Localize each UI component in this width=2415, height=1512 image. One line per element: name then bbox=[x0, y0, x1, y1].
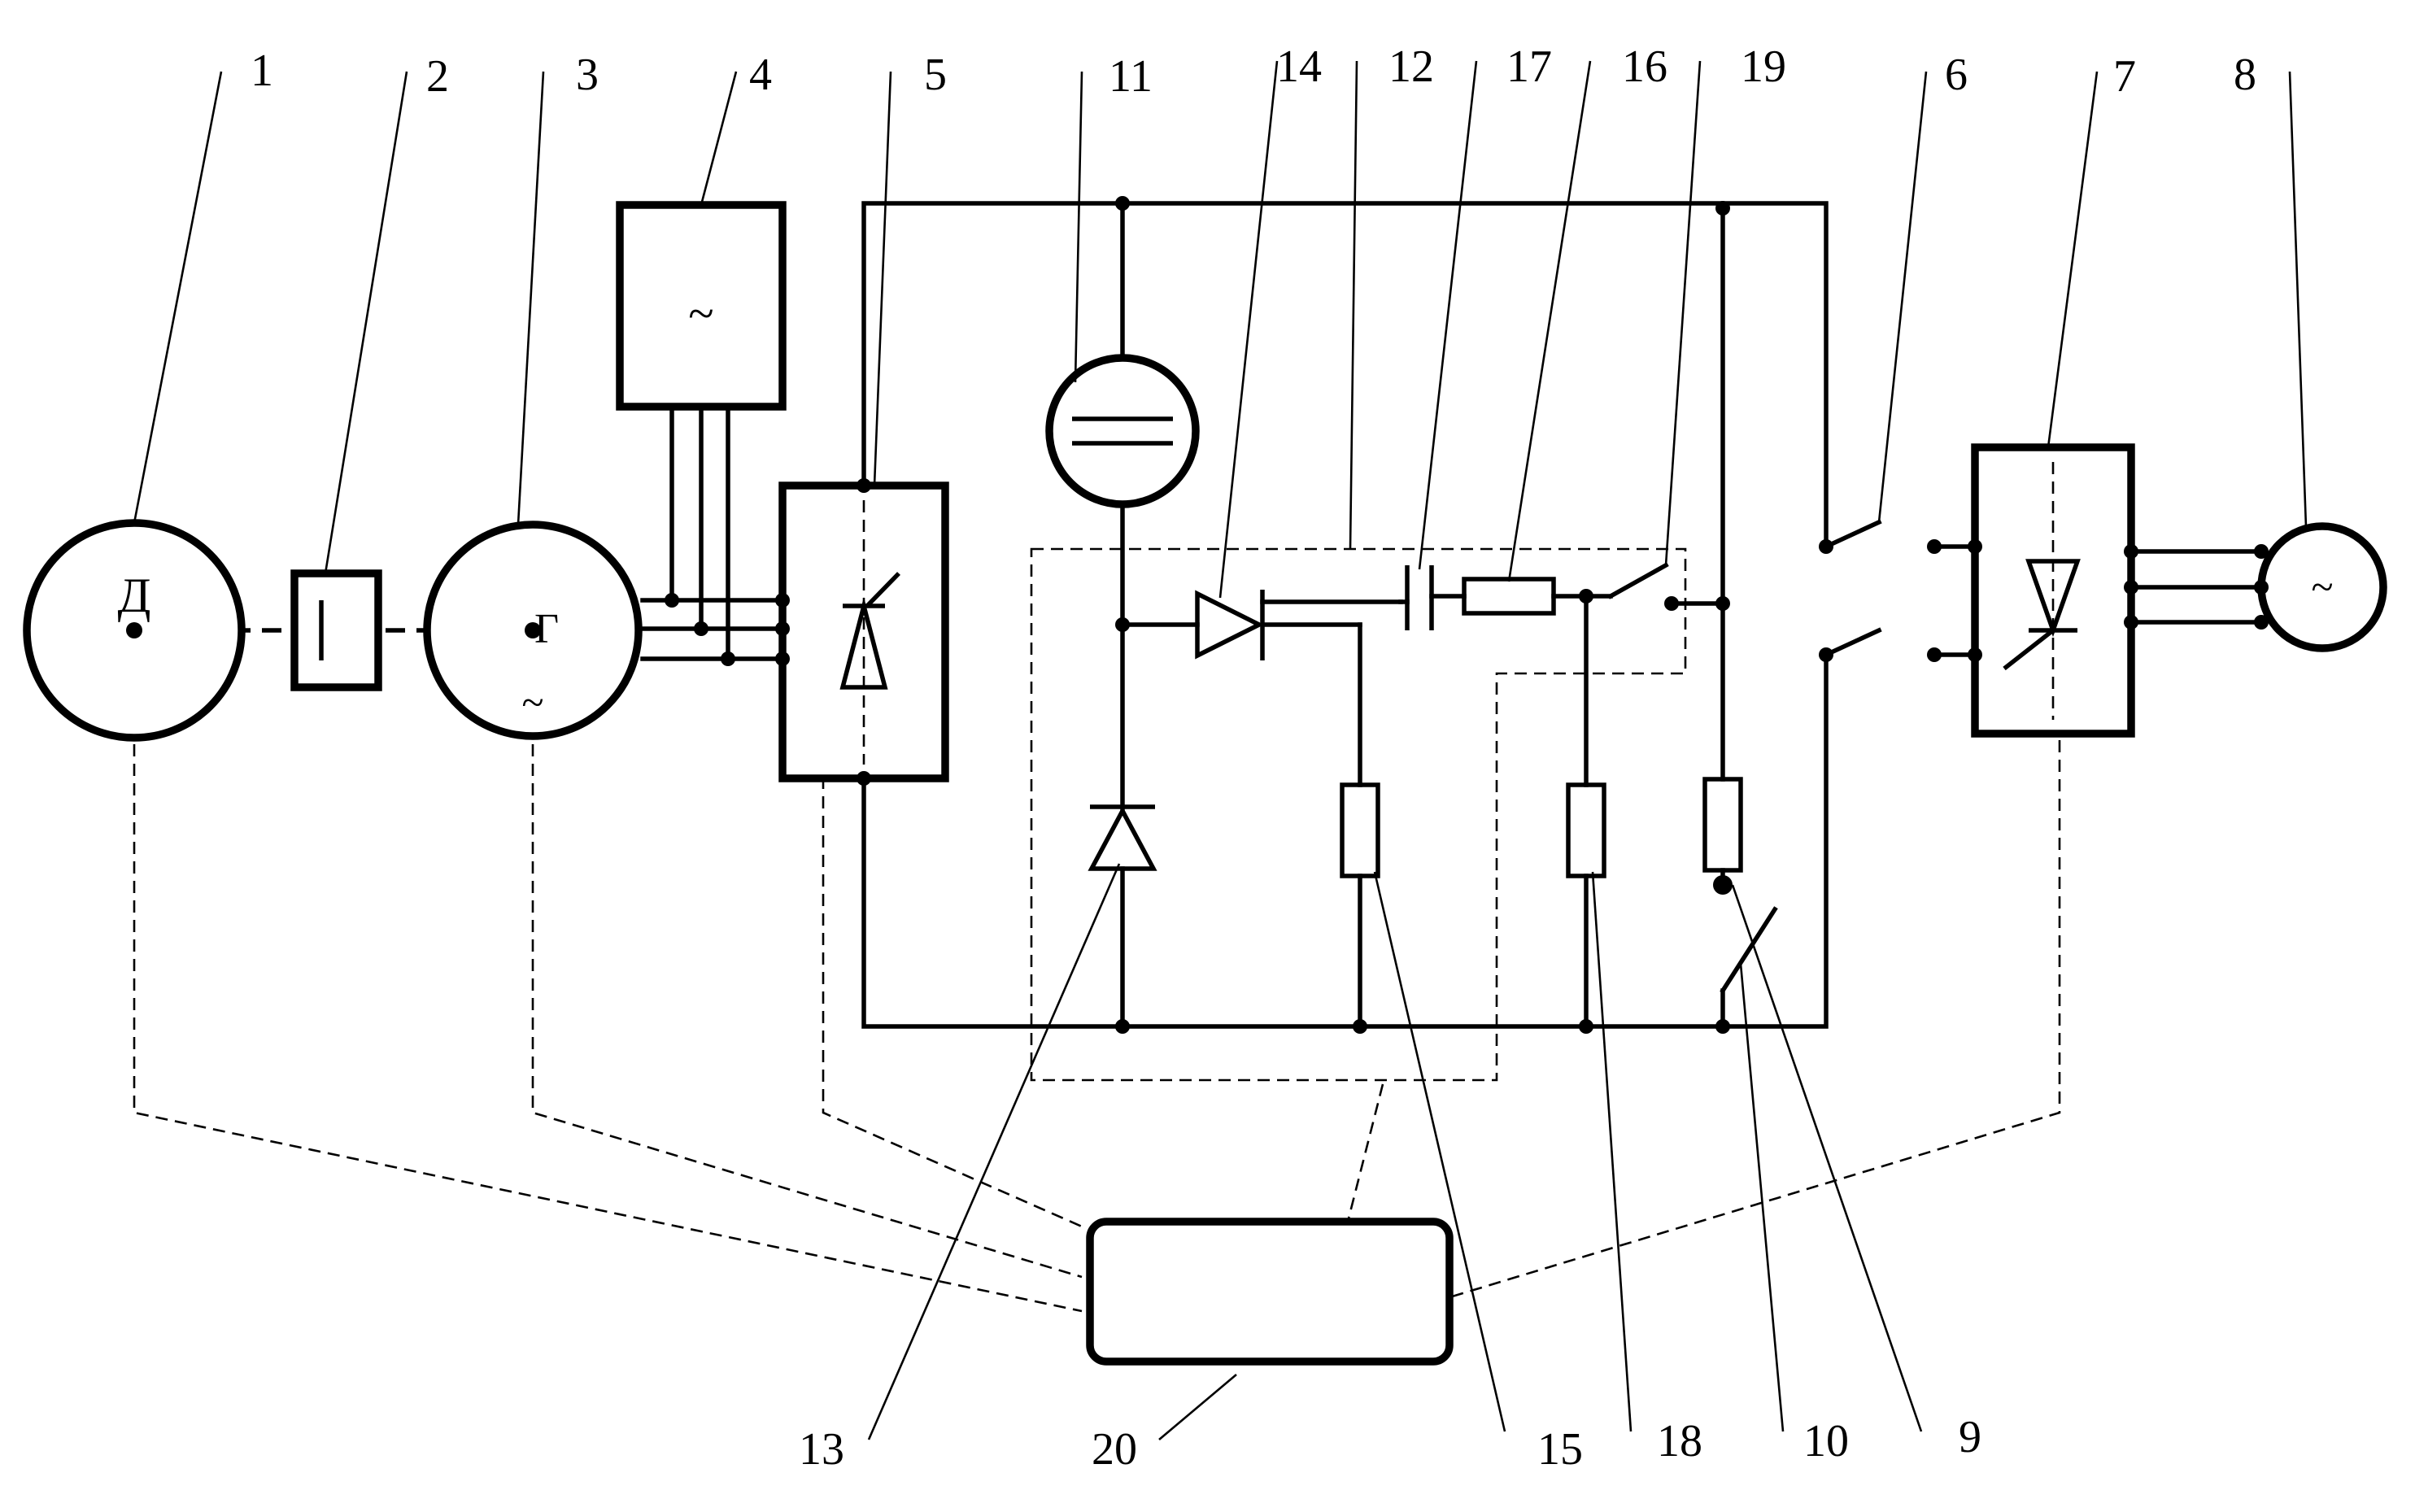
label-20: 20 bbox=[1092, 1424, 1137, 1475]
label-14: 14 bbox=[1276, 41, 1322, 92]
resistor-9 bbox=[1705, 779, 1741, 870]
label-12: 12 bbox=[1388, 41, 1434, 92]
resistor-16 bbox=[1464, 579, 1554, 613]
label-6: 6 bbox=[1945, 50, 1968, 100]
label-13: 13 bbox=[799, 1424, 844, 1475]
label-15: 15 bbox=[1537, 1424, 1583, 1475]
label-19: 19 bbox=[1741, 41, 1786, 92]
resistor-15 bbox=[1342, 785, 1378, 876]
label-17: 17 bbox=[1506, 41, 1552, 92]
label-7: 7 bbox=[2113, 51, 2136, 102]
label-3: 3 bbox=[576, 50, 599, 100]
coupling-2 bbox=[294, 573, 378, 687]
discharge-lamp-11 bbox=[1049, 358, 1196, 504]
label-8: 8 bbox=[2234, 50, 2256, 100]
diode-14 bbox=[1197, 594, 1259, 656]
label-11: 11 bbox=[1109, 51, 1153, 102]
diode-13 bbox=[1092, 811, 1153, 869]
load-ac-symbol: ~ bbox=[2311, 564, 2333, 609]
label-5: 5 bbox=[924, 50, 947, 100]
label-18: 18 bbox=[1657, 1416, 1702, 1466]
label-4: 4 bbox=[749, 50, 772, 100]
label-16: 16 bbox=[1622, 41, 1667, 92]
label-10: 10 bbox=[1803, 1416, 1849, 1466]
label-2: 2 bbox=[426, 51, 449, 102]
label-1: 1 bbox=[251, 46, 273, 96]
generator-ac-symbol: ~ bbox=[521, 679, 543, 725]
motor-letter: Д bbox=[118, 569, 151, 622]
label-9: 9 bbox=[1959, 1412, 1981, 1462]
control-unit-20 bbox=[1090, 1222, 1449, 1362]
resistor-18 bbox=[1568, 785, 1604, 876]
source-ac-symbol: ~ bbox=[688, 287, 713, 340]
